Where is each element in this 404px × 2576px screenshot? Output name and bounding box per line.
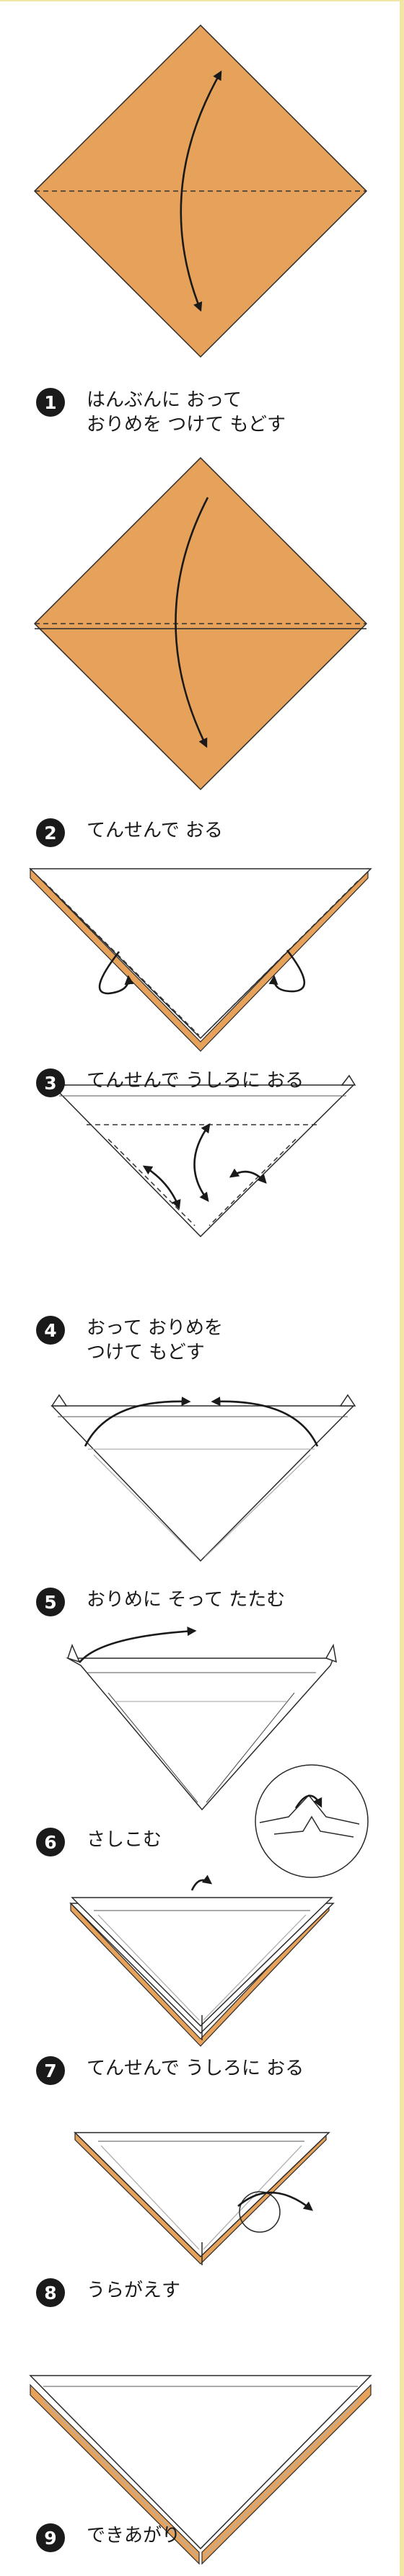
step-4: 4 おって おりめを つけて もどす <box>36 1316 223 1365</box>
fold-point-circle <box>239 2191 281 2233</box>
caption-line: てんせんで おる <box>87 820 223 841</box>
step-5: 5 おりめに そって たたむ <box>36 1588 285 1616</box>
figure-3-triangle <box>29 867 372 1052</box>
left-crease-line <box>93 1454 197 1558</box>
step-number-badge: 7 <box>36 2056 65 2085</box>
fold-and-unfold-arrow <box>180 70 222 312</box>
orange-edge-strip <box>30 867 369 1052</box>
step-caption: うらがえす <box>87 2278 180 2303</box>
white-triangle <box>50 1405 355 1562</box>
tuck-arrow <box>190 1875 213 1891</box>
vertical-fold-arrow <box>193 1123 211 1203</box>
left-collapse-arrow <box>84 1397 191 1447</box>
step-caption: てんせんで おる <box>87 818 223 843</box>
right-flap <box>341 1074 356 1086</box>
step-caption: さしこむ <box>87 1828 162 1852</box>
collapsed-body <box>66 1657 335 1811</box>
inner-left-line <box>100 2145 200 2250</box>
white-triangle <box>29 868 372 1040</box>
left-back-fold-arrow <box>98 951 134 995</box>
step-number-badge: 8 <box>36 2278 65 2307</box>
inner-left-line <box>43 2400 198 2557</box>
left-fold-line <box>43 880 200 1036</box>
caption-line: おって おりめを <box>87 1317 223 1339</box>
caption-line: おりめを つけて もどす <box>87 414 286 435</box>
detail-circle <box>255 1764 369 1878</box>
caption-line: できあがり <box>87 2525 181 2546</box>
white-triangle <box>50 1084 355 1238</box>
white-triangle <box>74 2132 330 2258</box>
step-caption: てんせんで うしろに おる <box>87 1068 304 1093</box>
figure-8-triangle <box>74 2131 330 2265</box>
inner-right-line <box>204 2400 359 2557</box>
step-caption: できあがり <box>87 2523 180 2548</box>
right-crease-line <box>204 1454 311 1558</box>
right-fold-arrow <box>229 1168 267 1184</box>
tuck-in-arrow <box>79 1626 197 1663</box>
figure-7-triangle <box>69 1875 335 2047</box>
caption-line: さしこむ <box>87 1829 162 1851</box>
orange-layer-1 <box>70 1902 330 2047</box>
left-fold-arrow <box>142 1165 181 1210</box>
inner-right-line <box>206 1692 295 1803</box>
step-caption: はんぶんに おって おりめを つけて もどす <box>87 388 286 437</box>
right-flap <box>339 1394 356 1407</box>
figure-6-collapsed-shape <box>66 1626 369 1878</box>
step-2: 2 てんせんで おる <box>36 818 223 847</box>
figure-5-triangle <box>50 1394 356 1562</box>
caption-line: はんぶんに おって <box>87 389 242 411</box>
right-fold-line <box>203 880 359 1036</box>
top-layer <box>71 1897 333 2027</box>
left-tip <box>67 1643 81 1663</box>
left-flap <box>50 1394 68 1407</box>
step-8: 8 うらがえす <box>36 2278 180 2307</box>
step-number-badge: 2 <box>36 818 65 847</box>
step-number-badge: 9 <box>36 2523 65 2552</box>
step-number-badge: 4 <box>36 1316 65 1345</box>
figure-9-finished-triangle <box>29 2375 372 2565</box>
right-tip <box>325 1643 337 1663</box>
detail-tuck-arrow <box>294 1794 322 1809</box>
caption-line: てんせんで うしろに おる <box>87 2058 304 2079</box>
inner-left-line <box>107 1692 198 1803</box>
caption-line: おりめに そって たたむ <box>87 1589 286 1611</box>
step-3: 3 てんせんで うしろに おる <box>36 1068 304 1097</box>
step-caption: おって おりめを つけて もどす <box>87 1316 223 1365</box>
finished-white-triangle <box>29 2375 372 2550</box>
step-9: 9 できあがり <box>36 2523 180 2552</box>
caption-line: てんせんで うしろに おる <box>87 1070 304 1092</box>
inner-right-line <box>203 1914 307 2021</box>
figure-1-square <box>33 24 368 358</box>
step-number-badge: 1 <box>36 388 65 417</box>
step-caption: てんせんで うしろに おる <box>87 2056 304 2081</box>
fold-down-arrow <box>175 497 209 748</box>
step-1: 1 はんぶんに おって おりめを つけて もどす <box>36 388 286 437</box>
figure-2-square <box>33 456 368 791</box>
caption-line: うらがえす <box>87 2280 181 2301</box>
step-number-badge: 6 <box>36 1828 65 1856</box>
step-number-badge: 3 <box>36 1068 65 1097</box>
back-fold-arrow <box>237 2191 314 2211</box>
caption-line: つけて もどす <box>87 1342 205 1363</box>
step-number-badge: 5 <box>36 1588 65 1616</box>
step-caption: おりめに そって たたむ <box>87 1588 285 1612</box>
inner-left-line <box>97 1914 200 2021</box>
figure-4-triangle <box>50 1074 356 1238</box>
right-back-fold-arrow <box>268 950 306 993</box>
right-orange-stripe <box>201 2384 372 2565</box>
step-6: 6 さしこむ <box>36 1828 162 1856</box>
right-collapse-arrow <box>211 1397 319 1447</box>
step-7: 7 てんせんで うしろに おる <box>36 2056 304 2085</box>
